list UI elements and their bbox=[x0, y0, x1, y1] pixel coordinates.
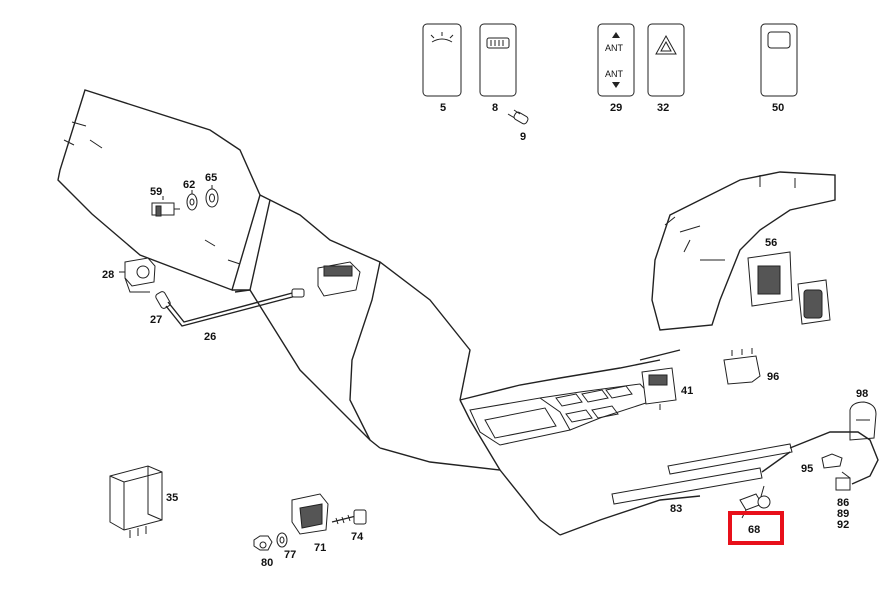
switch-32-hazard[interactable] bbox=[647, 23, 685, 97]
switch-29-antenna[interactable]: ANT ANT bbox=[597, 23, 635, 97]
callout-5: 5 bbox=[440, 102, 446, 114]
callout-92: 92 bbox=[837, 519, 849, 531]
part-83-cable-harness bbox=[611, 431, 879, 505]
callout-95: 95 bbox=[801, 463, 813, 475]
part-35-relay bbox=[109, 465, 163, 538]
callout-8: 8 bbox=[492, 102, 498, 114]
callout-96: 96 bbox=[767, 371, 779, 383]
switch-50[interactable] bbox=[760, 23, 798, 97]
part-28-holder bbox=[124, 257, 156, 293]
callout-32: 32 bbox=[657, 102, 669, 114]
part-98-clamp bbox=[849, 401, 877, 441]
callout-56: 56 bbox=[765, 237, 777, 249]
part-74-bolt bbox=[331, 509, 367, 525]
callout-29: 29 bbox=[610, 102, 622, 114]
callout-59: 59 bbox=[150, 186, 162, 198]
callout-80: 80 bbox=[261, 557, 273, 569]
callout-62: 62 bbox=[183, 179, 195, 191]
left-dash-panel bbox=[57, 89, 271, 293]
callout-98: 98 bbox=[856, 388, 868, 400]
callout-41: 41 bbox=[681, 385, 693, 397]
callout-86: 86 bbox=[837, 497, 849, 509]
callout-27: 27 bbox=[150, 314, 162, 326]
ant-up-label: ANT bbox=[605, 43, 624, 53]
callout-26: 26 bbox=[204, 331, 216, 343]
bulb-9 bbox=[507, 111, 529, 125]
callout-71: 71 bbox=[314, 542, 326, 554]
highlight-box-68 bbox=[728, 511, 784, 545]
callout-9: 9 bbox=[520, 131, 526, 143]
part-77-washer bbox=[276, 532, 288, 548]
part-95-clip bbox=[821, 453, 843, 469]
callout-65: 65 bbox=[205, 172, 217, 184]
part-86-connector bbox=[835, 471, 851, 491]
part-71-bracket bbox=[291, 493, 329, 535]
part-62-washer bbox=[186, 193, 198, 211]
callout-50: 50 bbox=[772, 102, 784, 114]
part-27-connector bbox=[155, 291, 171, 309]
callout-68[interactable]: 68 bbox=[748, 524, 760, 536]
switch-5[interactable] bbox=[422, 23, 462, 97]
part-56-switch-housing bbox=[747, 251, 831, 325]
leader-lines bbox=[119, 109, 521, 273]
part-96-clip bbox=[723, 348, 761, 385]
callout-74: 74 bbox=[351, 531, 364, 543]
dash-switch bbox=[317, 261, 361, 297]
part-41-window-switch bbox=[641, 367, 677, 410]
ant-down-label: ANT bbox=[605, 69, 624, 79]
right-panel bbox=[651, 171, 836, 331]
center-console bbox=[232, 199, 701, 536]
part-80-nut bbox=[253, 535, 273, 551]
callout-83: 83 bbox=[670, 503, 682, 515]
part-26-cable bbox=[165, 288, 305, 327]
part-65-nut bbox=[205, 188, 219, 208]
callout-28: 28 bbox=[102, 269, 114, 281]
part-59-switch bbox=[151, 202, 180, 217]
callout-77: 77 bbox=[284, 549, 296, 561]
switch-8[interactable] bbox=[479, 23, 517, 97]
callout-35: 35 bbox=[166, 492, 178, 504]
part-68-sensor[interactable] bbox=[739, 493, 771, 519]
callout-89: 89 bbox=[837, 508, 849, 520]
